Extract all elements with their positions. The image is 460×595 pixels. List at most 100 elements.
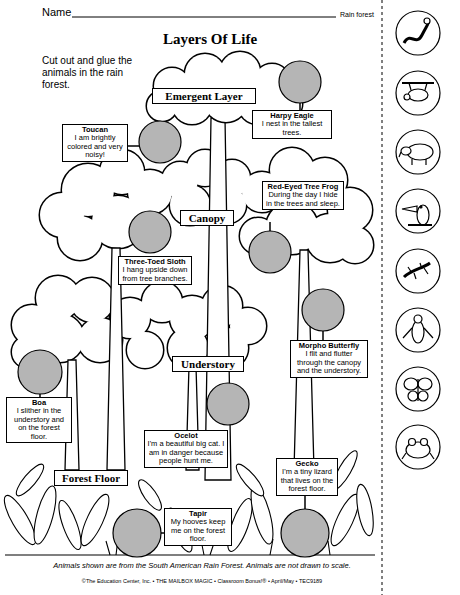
cutout-animals-part-part xyxy=(408,263,428,279)
cutout-animals-part-part xyxy=(404,378,418,390)
animal-fact: I'm a tiny lizard that lives on the fore… xyxy=(279,468,335,493)
animal-fact: I hang upside down from tree branches. xyxy=(121,266,189,283)
cutout-animals-part xyxy=(396,425,440,469)
sign-posts-part xyxy=(299,103,301,110)
sign-posts-part xyxy=(322,331,324,340)
cutout-animals-part-part xyxy=(418,378,432,390)
animal-name: Harpy Eagle xyxy=(255,112,329,120)
worksheet-title: Layers Of Life xyxy=(130,30,290,48)
instructions: Cut out and glue the animals in the rain… xyxy=(42,55,146,91)
cutout-animals-part-part xyxy=(420,206,422,208)
animal-fact-box: Red-Eyed Tree FrogDuring the day I hide … xyxy=(262,181,344,210)
cutout-animals-part-part xyxy=(417,205,429,225)
glue-circles-part xyxy=(129,211,171,253)
cutout-animals-part xyxy=(404,263,430,279)
layer-name: Emergent Layer xyxy=(155,89,253,103)
forest-floor-plants-part xyxy=(135,477,165,513)
subject-tag: Rain forest xyxy=(340,11,380,19)
glue-circles-part xyxy=(139,121,181,163)
animal-name: Red-Eyed Tree Frog xyxy=(265,183,341,191)
animal-name: Ocelot xyxy=(147,432,225,440)
cutout-animals-part xyxy=(402,439,434,460)
animal-fact: During the day I hide in the trees and s… xyxy=(265,191,341,208)
canopy-crowns-part xyxy=(40,148,373,263)
cutout-animals-part xyxy=(402,205,432,225)
animal-fact-box: OcelotI'm a beautiful big cat. I am in d… xyxy=(144,430,228,468)
animal-fact: I nest in the tallest trees. xyxy=(255,120,329,137)
layer-label: Understory xyxy=(172,356,244,372)
animal-fact-box: ToucanI am brightly colored and very noi… xyxy=(62,124,128,162)
canopy-crowns-part xyxy=(40,148,373,263)
glue-circles-part xyxy=(18,350,62,394)
cutout-animals-part xyxy=(404,18,430,43)
cutout-animals-part-part xyxy=(417,379,418,401)
cutout-animals-part-part xyxy=(404,263,430,277)
glue-circles xyxy=(18,61,344,557)
cutout-animals-part-part xyxy=(414,315,422,323)
animal-fact: I am brightly colored and very noisy! xyxy=(65,134,125,159)
cutout-animals-part xyxy=(396,308,440,352)
cutout-animals-part xyxy=(403,315,433,343)
cutout-animals-part xyxy=(396,71,440,115)
caption-note: Animals shown are from the South America… xyxy=(22,561,382,570)
forest-floor-plants-part xyxy=(5,554,375,555)
cutout-animals-part-part xyxy=(409,439,416,446)
animal-fact-box: Morpho ButterflyI flit and flutter throu… xyxy=(290,340,368,378)
canopy-crowns xyxy=(40,148,373,263)
animal-fact: I'm a beautiful big cat. I am in danger … xyxy=(147,440,225,465)
layer-name: Understory xyxy=(175,357,241,371)
forest-floor-plants-part xyxy=(55,498,86,552)
cutout-animals-part-part xyxy=(404,94,410,100)
layer-label: Forest Floor xyxy=(54,470,128,486)
cutout-animals-part-part xyxy=(402,453,434,459)
animal-fact: I flit and flutter through the canopy an… xyxy=(293,350,365,375)
glue-circles-part xyxy=(279,61,321,103)
animal-fact-box: Three-Toed SlothI hang upside down from … xyxy=(118,256,192,285)
cutout-animals-part xyxy=(396,130,440,174)
cutout-animals-part xyxy=(396,189,440,233)
forest-floor-plants-part xyxy=(233,461,268,499)
cutout-animals-part-part xyxy=(402,82,434,84)
animal-fact-box: TapirMy hooves keep me on the forest flo… xyxy=(164,508,232,546)
animal-fact-box: Harpy EagleI nest in the tallest trees. xyxy=(252,110,332,139)
cutout-animals-part-part xyxy=(403,328,433,338)
cutout-animals-part-part xyxy=(408,224,432,226)
sign-posts-part xyxy=(128,145,139,147)
cutout-animals-part xyxy=(396,11,440,55)
layer-label: Canopy xyxy=(180,210,234,226)
cutout-animals-part-part xyxy=(402,206,417,212)
glue-circles-part xyxy=(249,231,291,273)
cutout-animals-part-part xyxy=(401,147,411,155)
animal-name: Boa xyxy=(9,399,69,407)
forest-floor-plants-part xyxy=(76,491,114,549)
name-field: Name xyxy=(42,6,82,19)
animal-name: Morpho Butterfly xyxy=(293,342,365,350)
cutout-animals-part-part xyxy=(409,83,427,90)
cut-line xyxy=(382,0,383,595)
cutout-animals-part xyxy=(396,249,440,293)
glue-circles-part xyxy=(113,509,161,557)
animal-fact: I slither in the understory and on the f… xyxy=(9,407,69,441)
animal-name: Gecko xyxy=(279,460,335,468)
animal-fact-box: GeckoI'm a tiny lizard that lives on the… xyxy=(276,458,338,496)
tree-trunks xyxy=(65,118,314,480)
glue-circles-part xyxy=(207,383,249,425)
cutout-animals-part xyxy=(399,144,433,165)
cutout-animals-part-part xyxy=(408,391,418,401)
forest-floor-plants-part xyxy=(30,484,61,546)
tree-trunks-part xyxy=(205,118,231,480)
sign-posts-part xyxy=(269,222,271,231)
cutout-animals-part xyxy=(404,378,432,401)
cutout-animals-part-part xyxy=(404,21,428,43)
cutout-animals-part xyxy=(402,83,434,101)
cutout-animals-part-part xyxy=(399,152,426,165)
cutout-animals-part-part xyxy=(408,89,428,101)
cutout-animals-part xyxy=(396,367,440,411)
copyright-note: ©The Education Center, Inc. • THE MAILBO… xyxy=(22,578,382,585)
forest-floor-plants-part xyxy=(354,483,377,537)
animal-name: Toucan xyxy=(65,126,125,134)
animal-fact-box: BoaI slither in the understory and on th… xyxy=(6,397,72,443)
glue-circles-part xyxy=(302,289,344,331)
forest-floor-plants-part xyxy=(13,461,48,499)
